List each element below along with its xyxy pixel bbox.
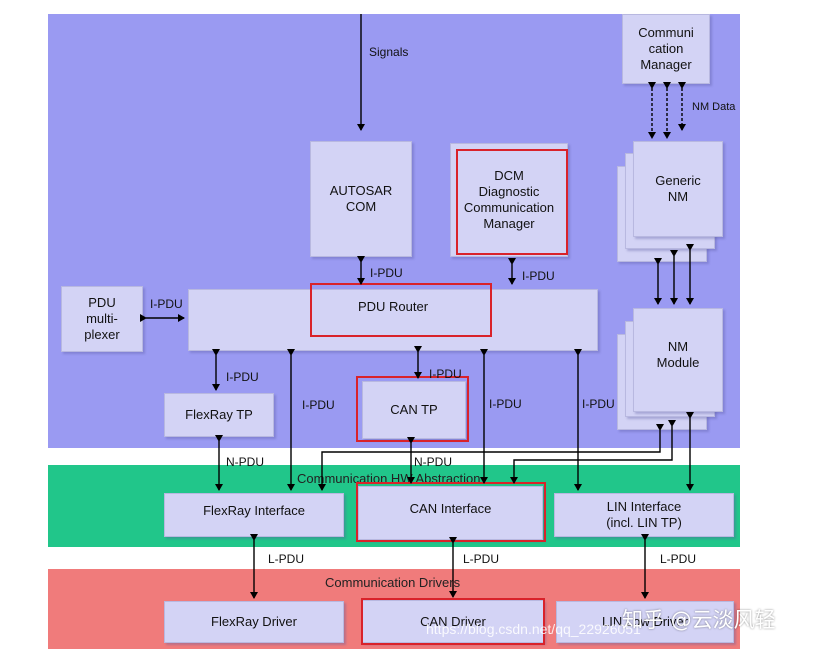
nm-data-label: NM Data — [692, 101, 736, 113]
flexray-tp-box: FlexRay TP — [164, 393, 274, 437]
watermark-brand: 知乎 @云淡风轻 — [622, 608, 776, 632]
lin-interface-box: LIN Interface (incl. LIN TP) — [554, 493, 734, 537]
can-driver-box: CAN Driver — [362, 600, 544, 643]
autosar-com-box: AUTOSAR COM — [310, 141, 412, 257]
lin-driver-box: LIN Low Driver — [556, 601, 734, 643]
signals-label: Signals — [369, 45, 409, 59]
ipdu-label-flexray-tp: I-PDU — [226, 370, 259, 384]
pdu-multiplexer-box: PDU multi- plexer — [61, 286, 143, 352]
can-driver-highlight — [361, 598, 545, 645]
pdu-router-highlight — [310, 283, 492, 337]
lpdu-label-lin: L-PDU — [660, 552, 697, 566]
npdu-label-can: N-PDU — [414, 455, 452, 469]
ipdu-label-can-if: I-PDU — [489, 397, 522, 411]
ipdu-label-can-tp: I-PDU — [429, 367, 462, 381]
flexray-driver-box: FlexRay Driver — [164, 601, 344, 643]
ipdu-label-com: I-PDU — [370, 266, 403, 280]
ipdu-label-lin-if: I-PDU — [582, 397, 615, 411]
dcm-highlight — [456, 149, 568, 255]
npdu-label-flexray: N-PDU — [226, 455, 264, 469]
ipdu-label-flexray-if: I-PDU — [302, 398, 335, 412]
ipdu-label-mux: I-PDU — [150, 297, 183, 311]
ipdu-label-dcm: I-PDU — [522, 269, 555, 283]
drivers-title: Communication Drivers — [325, 575, 461, 590]
generic-nm-box: Generic NM — [633, 141, 723, 237]
can-interface-box: CAN Interface — [358, 486, 543, 540]
dcm-box: DCM Diagnostic Communication Manager — [450, 143, 568, 257]
pdu-router-box: PDU Router — [188, 289, 598, 351]
lpdu-label-can: L-PDU — [463, 552, 500, 566]
nm-module-box: NM Module — [633, 308, 723, 412]
lpdu-label-flexray: L-PDU — [268, 552, 305, 566]
watermark-url: https://blog.csdn.net/qq_22926051 — [426, 621, 641, 637]
flexray-interface-box: FlexRay Interface — [164, 493, 344, 537]
communication-manager-box: Communi cation Manager — [622, 14, 710, 84]
